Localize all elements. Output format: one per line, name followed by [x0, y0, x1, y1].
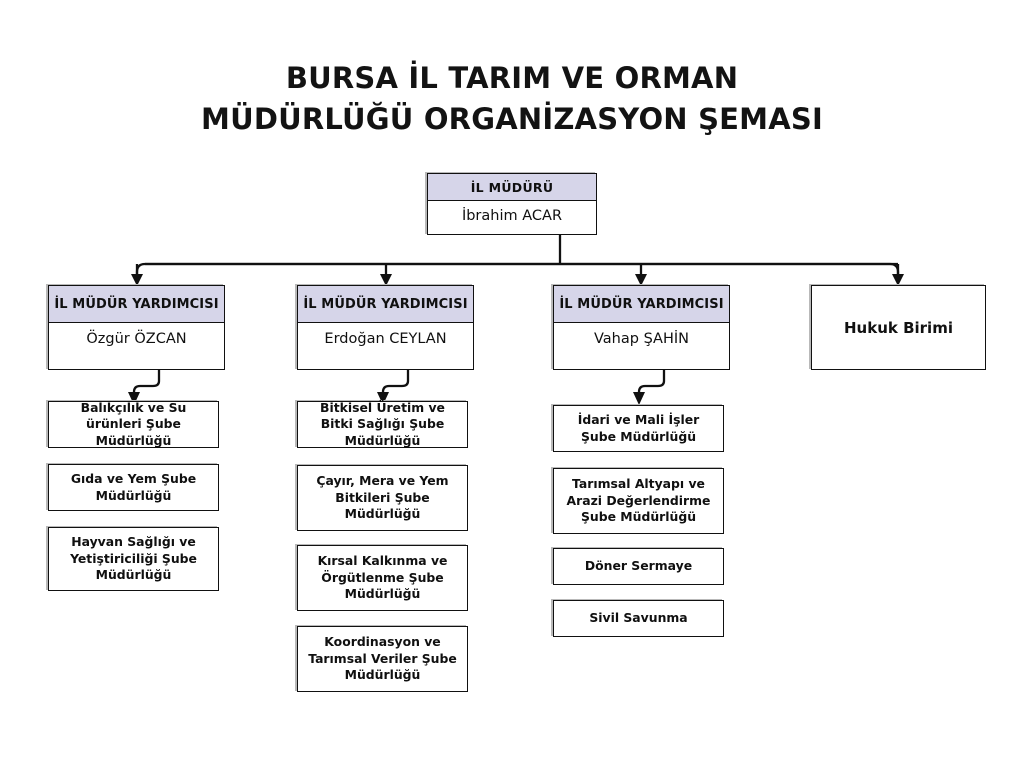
unit-col2-2[interactable]: Çayır, Mera ve Yem Bitkileri Şube Müdürl…: [297, 465, 468, 531]
node-deputy-3[interactable]: İL MÜDÜR YARDIMCISI Vahap ŞAHİN: [553, 285, 730, 370]
unit-col2-1[interactable]: Bitkisel Üretim ve Bitki Sağlığı Şube Mü…: [297, 400, 468, 448]
node-deputy-2[interactable]: İL MÜDÜR YARDIMCISI Erdoğan CEYLAN: [297, 285, 474, 370]
node-deputy-1[interactable]: İL MÜDÜR YARDIMCISI Özgür ÖZCAN: [48, 285, 225, 370]
page-title-line-1: BURSA İL TARIM VE ORMAN: [285, 61, 739, 95]
connector-elbow-deputy-2: [381, 370, 410, 398]
node-deputy-3-role: İL MÜDÜR YARDIMCISI: [554, 286, 729, 323]
unit-col2-4[interactable]: Koordinasyon ve Tarımsal Veriler Şube Mü…: [297, 626, 468, 692]
node-director-name: İbrahim ACAR: [461, 208, 563, 224]
node-deputy-3-name: Vahap ŞAHİN: [594, 331, 689, 347]
unit-col3-3[interactable]: Döner Sermaye: [553, 548, 724, 585]
unit-col3-1[interactable]: İdari ve Mali İşler Şube Müdürlüğü: [553, 405, 724, 452]
unit-col1-2[interactable]: Gıda ve Yem Şube Müdürlüğü: [48, 464, 219, 511]
node-deputy-2-role: İL MÜDÜR YARDIMCISI: [298, 286, 473, 323]
node-deputy-2-name: Erdoğan CEYLAN: [324, 331, 447, 347]
unit-col3-4[interactable]: Sivil Savunma: [553, 600, 724, 637]
node-director[interactable]: İL MÜDÜRÜ İbrahim ACAR: [427, 173, 597, 235]
unit-col3-2[interactable]: Tarımsal Altyapı ve Arazi Değerlendirme …: [553, 468, 724, 534]
unit-col2-3[interactable]: Kırsal Kalkınma ve Örgütlenme Şube Müdür…: [297, 545, 468, 611]
unit-col1-1[interactable]: Balıkçılık ve Su ürünleri Şube Müdürlüğü: [48, 400, 219, 448]
connector-elbow-deputy-1: [132, 370, 161, 398]
page-title: BURSA İL TARIM VE ORMAN MÜDÜRLÜĞÜ ORGANİ…: [0, 58, 1024, 140]
node-deputy-1-name: Özgür ÖZCAN: [86, 331, 187, 347]
node-deputy-1-role: İL MÜDÜR YARDIMCISI: [49, 286, 224, 323]
connector-bus: [135, 262, 900, 283]
arrow-unit-col3: [633, 392, 645, 405]
connector-elbow-deputy-3: [637, 370, 666, 398]
page-title-line-2: MÜDÜRLÜĞÜ ORGANİZASYON ŞEMASI: [201, 102, 823, 136]
node-legal-unit[interactable]: Hukuk Birimi: [811, 285, 986, 370]
unit-col1-3[interactable]: Hayvan Sağlığı ve Yetiştiriciliği Şube M…: [48, 527, 219, 591]
node-director-role: İL MÜDÜRÜ: [428, 174, 596, 201]
